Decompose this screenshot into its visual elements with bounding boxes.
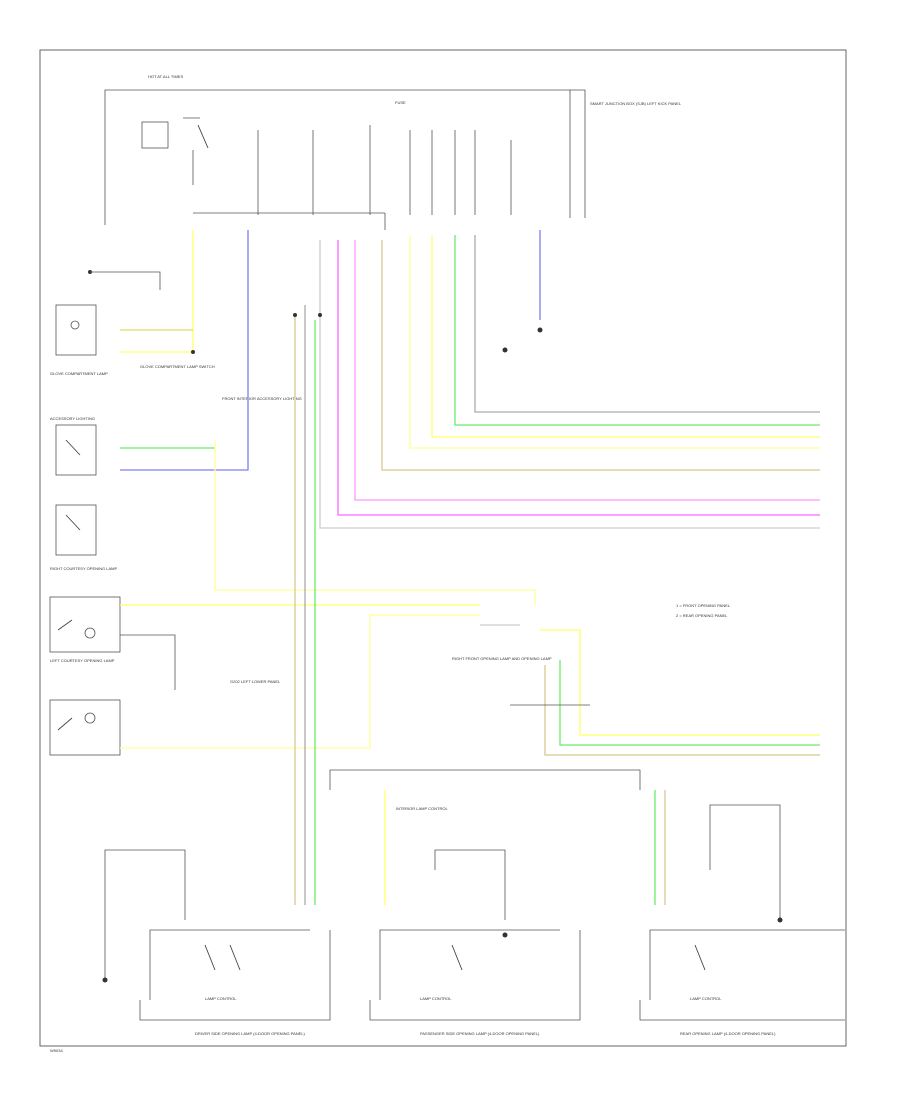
driver-lamp-control: LAMP CONTROL xyxy=(205,996,237,1001)
g202-label: G202 LEFT LOWER PANEL xyxy=(230,679,281,684)
fuse-label: FUSE xyxy=(395,100,406,105)
left-courtesy-label: LEFT COURTESY OPENING LAMP xyxy=(50,658,115,663)
glove-compartment-section: GLOVE COMPARTMENT LAMP GLOVE COMPARTMENT… xyxy=(50,270,215,376)
acc-lighting-label: ACCESSORY LIGHTING xyxy=(50,416,95,421)
fuse-block-desc: SMART JUNCTION BOX (SJB) LEFT KICK PANEL xyxy=(590,101,682,106)
diagram-frame xyxy=(39,49,847,1047)
rear-lamp-section: REAR OPENING LAMP (4-DOOR OPENING PANEL)… xyxy=(639,804,845,1036)
courtesy-lamps-section: LEFT COURTESY OPENING LAMP G202 LEFT LOW… xyxy=(49,596,281,756)
diagram-code: W9034 xyxy=(50,1048,63,1053)
driver-lamp-label: DRIVER SIDE OPENING LAMP (4-DOOR OPENING… xyxy=(195,1031,306,1036)
passenger-lamp-label: PASSENGER SIDE OPENING LAMP (4-DOOR OPEN… xyxy=(420,1031,540,1036)
passenger-lamp-section: PASSENGER SIDE OPENING LAMP (4-DOOR OPEN… xyxy=(369,849,581,1036)
passenger-lamp-control: LAMP CONTROL xyxy=(420,996,452,1001)
glove-switch-label: GLOVE COMPARTMENT LAMP SWITCH xyxy=(140,364,215,369)
accessory-lighting-section: ACCESSORY LIGHTING FRONT INTERIOR ACCESS… xyxy=(50,396,302,571)
interior-note-label: INTERIOR LAMP CONTROL xyxy=(396,806,448,811)
relay-box xyxy=(141,121,169,149)
legend-item-2: 2 = REAR OPENING PANEL xyxy=(676,613,728,618)
lamp-bulb-icon xyxy=(84,712,96,724)
legend: 1 = FRONT OPENING PANEL 2 = REAR OPENING… xyxy=(676,603,731,618)
front-interior-label: FRONT INTERIOR ACCESSORY LIGHTING xyxy=(222,396,302,401)
front-opening-note: RIGHT FRONT OPENING LAMP AND OPENING LAM… xyxy=(452,656,590,706)
right-courtesy-label: RIGHT COURTESY OPENING LAMP xyxy=(50,566,117,571)
lamp-bulb-icon xyxy=(70,320,80,330)
rear-lamp-control: LAMP CONTROL xyxy=(690,996,722,1001)
colored-wires xyxy=(120,230,820,905)
hot-at-all-times-label: HOT AT ALL TIMES xyxy=(148,74,183,79)
legend-item-1: 1 = FRONT OPENING PANEL xyxy=(676,603,731,608)
fuse-columns xyxy=(257,125,512,215)
driver-lamp-section: DRIVER SIDE OPENING LAMP (4-DOOR OPENING… xyxy=(102,849,331,1036)
glove-lamp-label: GLOVE COMPARTMENT LAMP xyxy=(50,371,108,376)
fuse-block-section: HOT AT ALL TIMES FUSE SMART JUNCTION BOX… xyxy=(104,74,682,230)
connector-markers xyxy=(191,313,543,354)
interior-lamp-control: INTERIOR LAMP CONTROL xyxy=(329,769,641,811)
rear-lamp-label: REAR OPENING LAMP (4-DOOR OPENING PANEL) xyxy=(680,1031,776,1036)
lamp-bulb-icon xyxy=(84,627,96,639)
front-opening-note-label: RIGHT FRONT OPENING LAMP AND OPENING LAM… xyxy=(452,656,552,661)
